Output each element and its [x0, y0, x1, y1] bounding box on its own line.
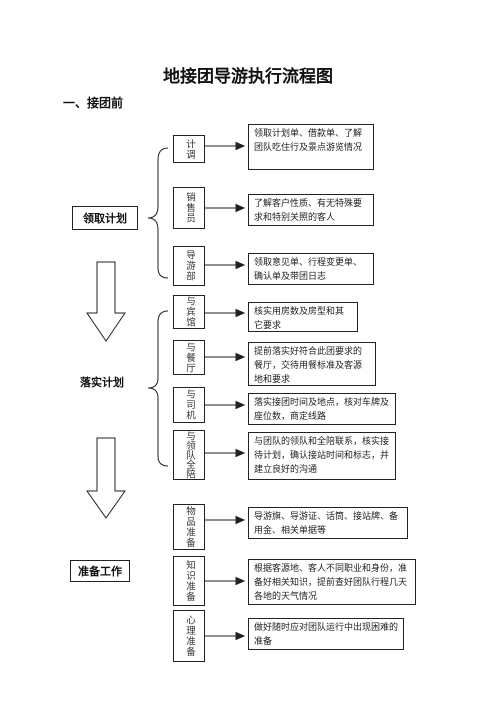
step-label-hotel: 与宾馆	[173, 295, 205, 329]
section-heading: 一、接团前	[63, 96, 124, 110]
phase-receive-plan: 领取计划	[72, 206, 138, 230]
down-arrow-2	[86, 437, 126, 519]
step-desc-tour-leader: 与团队的领队和全陪联系，核实接待计划，确认接站时间和标志，并建立良好的沟通	[248, 432, 396, 480]
step-arrows	[205, 141, 246, 641]
page-title: 地接团导游执行流程图	[163, 67, 333, 87]
brace-2	[147, 310, 169, 467]
step-desc-mindset: 做好随时应对团队运行中出现困难的准备	[248, 618, 404, 650]
step-label-materials: 物品准备	[173, 504, 205, 550]
step-desc-planner: 领取计划单、借款单、了解团队吃住行及景点游览情况	[248, 124, 374, 170]
step-label-sales: 销售员	[173, 187, 205, 229]
down-arrow-1	[86, 261, 126, 342]
step-label-restaurant: 与餐厅	[173, 340, 205, 375]
step-label-driver: 与司机	[173, 387, 205, 423]
step-label-guide-dept: 导游部	[173, 246, 205, 286]
step-desc-restaurant: 提前落实好符合此团要求的餐厅，交待用餐标准及客源地和要求	[248, 342, 376, 386]
step-desc-knowledge: 根据客源地、客人不同职业和身份，准备好相关知识，提前查好团队行程几天各地的天气情…	[248, 559, 416, 605]
step-desc-hotel: 核实用房数及房型和其它要求	[248, 302, 358, 332]
phase-implement-plan: 落实计划	[80, 376, 124, 389]
brace-1	[147, 147, 169, 279]
step-label-tour-leader: 与领队全陪	[173, 430, 205, 480]
step-desc-guide-dept: 领取意见单、行程变更单、确认单及带团日志	[248, 253, 374, 285]
phase-preparation: 准备工作	[70, 560, 130, 582]
step-label-mindset: 心理准备	[173, 610, 205, 662]
step-desc-materials: 导游旗、导游证、话筒、接站牌、备用金、相关单据等	[248, 507, 408, 539]
step-label-knowledge: 知识准备	[173, 556, 205, 606]
step-desc-driver: 落实接团时间及地点，核对车牌及座位数，商定线路	[248, 393, 396, 425]
step-label-planner: 计调	[173, 135, 205, 163]
step-desc-sales: 了解客户性质、有无特殊要求和特别关照的客人	[248, 194, 374, 226]
